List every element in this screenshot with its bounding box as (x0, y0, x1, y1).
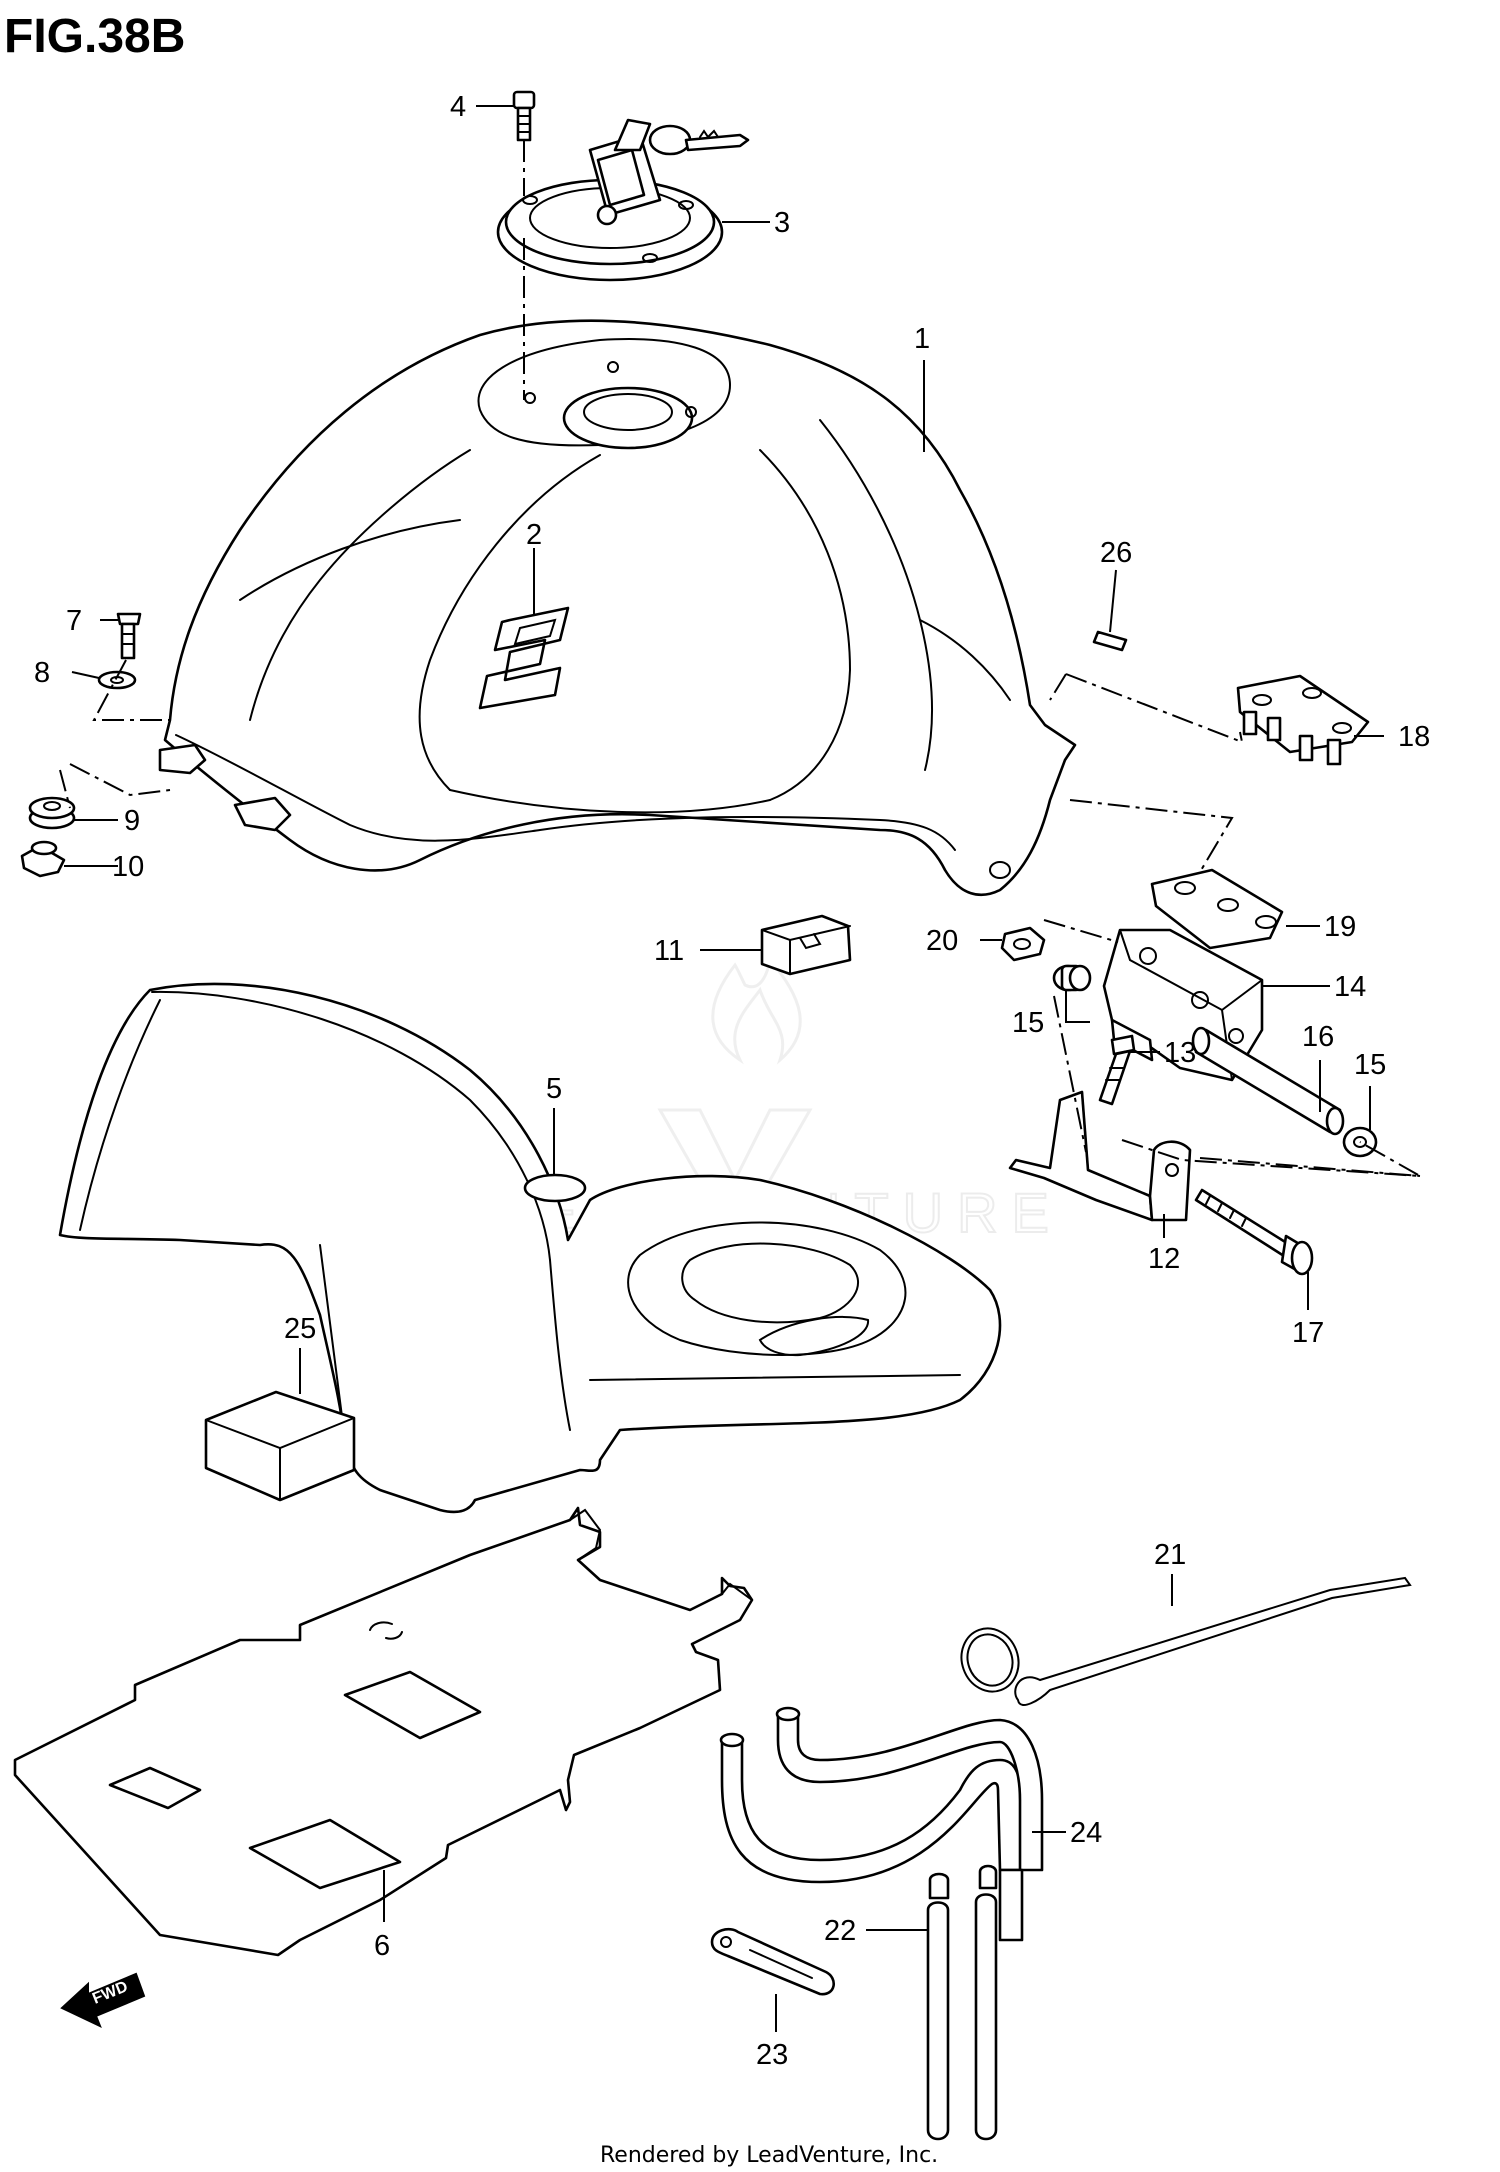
callout-21: 21 (1154, 1539, 1186, 1571)
part-18-cushion (1236, 674, 1370, 766)
callout-9: 9 (124, 805, 140, 837)
figure-title: FIG.38B (4, 10, 185, 63)
part-23-clamp (710, 1928, 835, 1996)
part-9-grommet (28, 796, 76, 830)
part-3-fuel-cap (496, 118, 750, 282)
leader-lines (64, 105, 1384, 2032)
part-17-bolt (1194, 1188, 1314, 1276)
callout-15-right: 15 (1354, 1049, 1386, 1081)
part-21-rod (960, 1576, 1412, 1706)
part-24-hose (719, 1706, 1044, 1942)
callout-5: 5 (546, 1073, 562, 1105)
part-25-pad (204, 1390, 356, 1502)
callout-18: 18 (1398, 721, 1430, 753)
fwd-arrow-icon: FWD (60, 1972, 146, 2028)
part-1-fuel-tank (158, 319, 1077, 897)
callout-13: 13 (1164, 1037, 1196, 1069)
callout-17: 17 (1292, 1317, 1324, 1349)
callout-4: 4 (450, 91, 466, 123)
part-20-nut (1000, 926, 1046, 962)
part-13-bolt (1098, 1034, 1136, 1106)
part-5-tank-cover (58, 982, 1002, 1514)
part-19-cushion (1150, 868, 1284, 950)
part-6-plate (13, 1506, 754, 1957)
part-10-collar (20, 840, 66, 878)
callout-22: 22 (824, 1915, 856, 1947)
callout-1: 1 (914, 323, 930, 355)
callout-15-left: 15 (1012, 1007, 1044, 1039)
part-15-bushing-left (1052, 964, 1092, 992)
callout-24: 24 (1070, 1817, 1102, 1849)
part-12-bracket (1008, 1090, 1192, 1222)
part-2-emblem (478, 606, 570, 710)
part-22-hose (926, 1864, 998, 2141)
callout-16: 16 (1302, 1021, 1334, 1053)
callout-25: 25 (284, 1313, 316, 1345)
callout-3: 3 (774, 207, 790, 239)
part-4-screw (512, 90, 536, 142)
callout-2: 2 (526, 519, 542, 551)
part-11-cushion (760, 914, 852, 976)
part-16-collar (1191, 1026, 1345, 1136)
callout-11: 11 (654, 935, 684, 967)
callout-26: 26 (1100, 537, 1132, 569)
part-26-cushion (1092, 630, 1128, 652)
callout-8: 8 (34, 657, 50, 689)
callout-19: 19 (1324, 911, 1356, 943)
part-8-washer (97, 670, 137, 690)
assembly-lines (59, 140, 1421, 1177)
callout-12: 12 (1148, 1243, 1180, 1275)
callout-10: 10 (112, 851, 144, 883)
footer-credit: Rendered by LeadVenture, Inc. (600, 2143, 938, 2168)
callout-23: 23 (756, 2039, 788, 2071)
callout-14: 14 (1334, 971, 1366, 1003)
callout-7: 7 (66, 605, 82, 637)
callout-6: 6 (374, 1930, 390, 1962)
callout-20: 20 (926, 925, 958, 957)
callouts: 4 3 1 2 7 8 9 10 26 18 19 20 11 14 15 16… (34, 91, 1430, 2071)
part-7-bolt (116, 612, 142, 660)
